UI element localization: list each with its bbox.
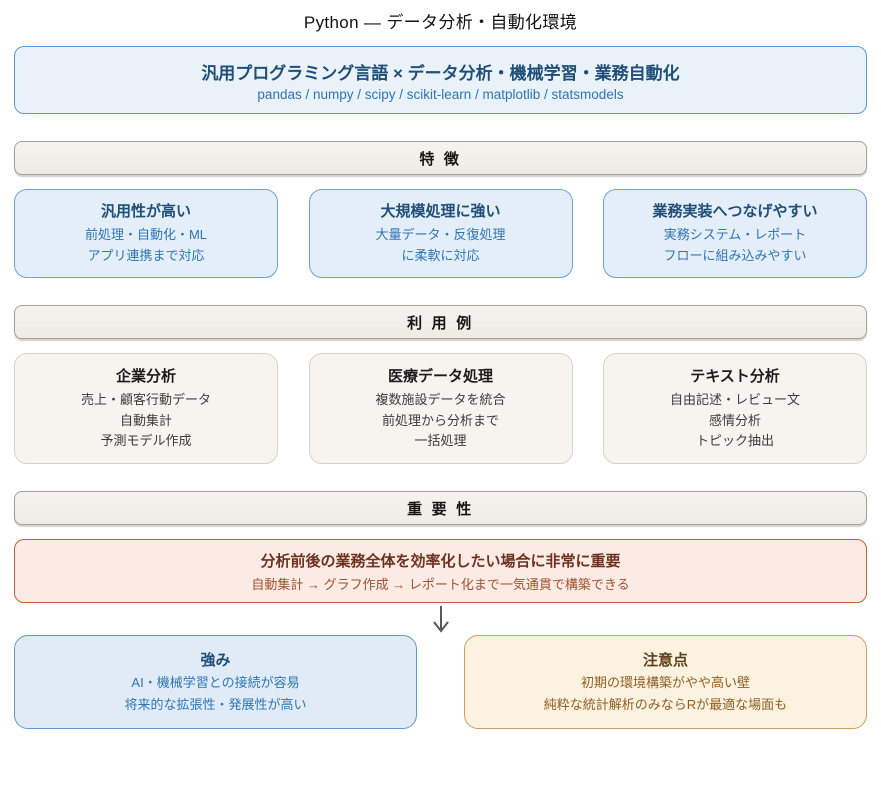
card-line: 初期の環境構築がやや高い壁: [580, 674, 750, 690]
section-header-examples: 利 用 例: [14, 305, 867, 339]
card-line: 自由記述・レビュー文: [669, 391, 800, 407]
card-line: 実務システム・レポート: [663, 227, 807, 243]
card-line: 前処理・自動化・ML: [84, 227, 208, 243]
hero-box: 汎用プログラミング言語 × データ分析・機械学習・業務自動化 pandas / …: [14, 46, 867, 114]
importance-subtitle: 自動集計 → グラフ作成 → レポート化まで一気通貫で構築できる: [251, 576, 630, 592]
cautions-box: 注意点 初期の環境構築がやや高い壁 純粋な統計解析のみならRが最適な場面も: [464, 635, 867, 729]
page-title: Python — データ分析・自動化環境: [303, 13, 578, 32]
card-line: 大量データ・反復処理: [375, 227, 506, 243]
example-card-medical: 医療データ処理 複数施設データを統合 前処理から分析まで 一括処理: [308, 353, 573, 464]
strengths-box: 強み AI・機械学習との接続が容易 将来的な拡張性・発展性が高い: [14, 635, 417, 729]
card-line: 複数施設データを統合: [375, 391, 506, 407]
card-line: トピック抽出: [695, 433, 774, 449]
card-title: 企業分析: [115, 367, 176, 385]
card-line: 感情分析: [708, 412, 761, 428]
feature-card-business: 業務実装へつなげやすい 実務システム・レポート フローに組み込みやすい: [603, 189, 867, 278]
example-card-corporate: 企業分析 売上・顧客行動データ 自動集計 予測モデル作成: [14, 353, 278, 464]
example-card-text: テキスト分析 自由記述・レビュー文 感情分析 トピック抽出: [603, 353, 867, 464]
hero-title: 汎用プログラミング言語 × データ分析・機械学習・業務自動化: [201, 63, 680, 83]
card-line: AI・機械学習との接続が容易: [131, 674, 300, 690]
card-line: に柔軟に対応: [401, 248, 480, 263]
importance-box: 分析前後の業務全体を効率化したい場合に非常に重要 自動集計 → グラフ作成 → …: [14, 539, 867, 603]
card-title: 強み: [200, 651, 231, 669]
importance-title: 分析前後の業務全体を効率化したい場合に非常に重要: [260, 552, 621, 570]
card-line: 一括処理: [414, 433, 467, 449]
card-line: 自動集計: [119, 412, 172, 428]
card-title: 汎用性が高い: [100, 203, 191, 221]
card-line: 売上・顧客行動データ: [80, 391, 211, 407]
down-arrow-icon: [432, 606, 449, 633]
feature-card-scale: 大規模処理に強い 大量データ・反復処理 に柔軟に対応: [308, 189, 573, 278]
card-line: 将来的な拡張性・発展性が高い: [124, 696, 307, 712]
card-title: 業務実装へつなげやすい: [652, 203, 818, 221]
card-line: 予測モデル作成: [100, 433, 192, 449]
section-header-importance: 重 要 性: [14, 491, 867, 525]
card-line: フローに組み込みやすい: [663, 248, 807, 263]
card-title: 医療データ処理: [387, 367, 493, 385]
features-row: 汎用性が高い 前処理・自動化・ML アプリ連携まで対応 大規模処理に強い 大量デ…: [14, 189, 867, 278]
examples-row: 企業分析 売上・顧客行動データ 自動集計 予測モデル作成 医療データ処理 複数施…: [14, 353, 867, 464]
flow-arrow-container: [0, 603, 881, 635]
card-line: アプリ連携まで対応: [87, 248, 205, 263]
bottom-row: 強み AI・機械学習との接続が容易 将来的な拡張性・発展性が高い 注意点 初期の…: [14, 635, 867, 729]
card-line: 純粋な統計解析のみならRが最適な場面も: [543, 696, 788, 712]
section-header-features: 特 徴: [14, 141, 867, 175]
feature-card-versatility: 汎用性が高い 前処理・自動化・ML アプリ連携まで対応: [14, 189, 278, 278]
card-title: 大規模処理に強い: [380, 203, 501, 221]
card-title: テキスト分析: [690, 367, 780, 385]
hero-subtitle: pandas / numpy / scipy / scikit-learn / …: [257, 86, 624, 102]
card-title: 注意点: [642, 651, 688, 669]
card-line: 前処理から分析まで: [381, 412, 499, 428]
